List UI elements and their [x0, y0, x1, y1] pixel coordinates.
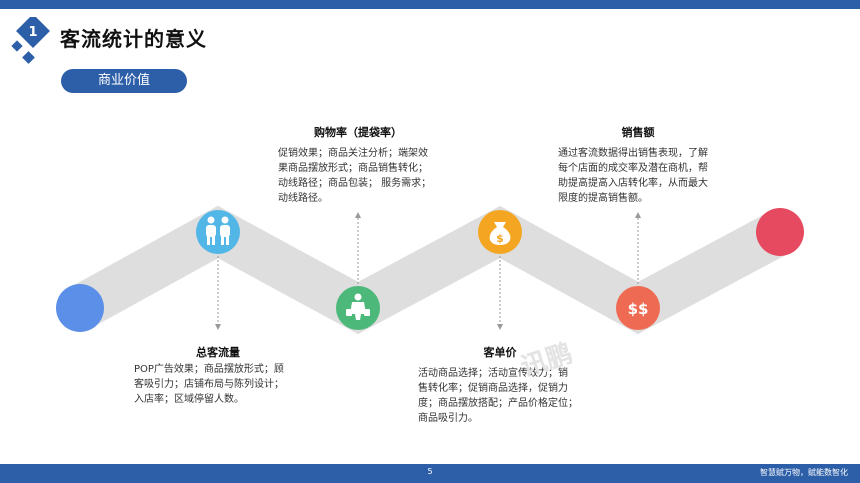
heading-unit-price: 客单价 — [483, 346, 517, 359]
heading-shopping-rate: 购物率（提袋率） — [314, 126, 402, 139]
bottom-bar — [0, 464, 860, 483]
node-sales — [616, 286, 660, 330]
page-title: 客流统计的意义 — [60, 27, 207, 51]
section-pill-label: 商业价值 — [61, 69, 187, 93]
desc-unit-price: 活动商品选择；活动宣传效力；销 售转化率；促销商品选择，促销力 度；商品摆放搭配… — [418, 368, 578, 424]
slide-number-logo: 1 — [11, 17, 50, 64]
slide-number: 1 — [28, 25, 37, 40]
heading-total-traffic: 总客流量 — [196, 346, 240, 359]
money-symbol: $ — [496, 232, 504, 245]
money-bag-icon: $ — [489, 222, 511, 245]
page-number: 5 — [427, 467, 433, 476]
heading-sales: 销售额 — [621, 126, 655, 139]
desc-shopping-rate: 促销效果；商品关注分析；端架效 果商品摆放形式；商品销售转化； 动线路径；商品包… — [278, 148, 432, 204]
node-people — [196, 210, 240, 254]
people-icon — [206, 216, 230, 245]
shopper-icon — [346, 293, 370, 320]
dollar-icon: $$ — [628, 300, 649, 318]
desc-total-traffic: POP广告效果；商品摆放形式；顾 客吸引力；店铺布局与陈列设计； 入店率；区域停… — [134, 364, 284, 405]
zigzag-band — [68, 205, 791, 335]
top-accent-bar — [0, 0, 860, 9]
node-end — [756, 208, 804, 256]
node-total-traffic — [56, 284, 104, 332]
footer-slogan: 智慧赋万物，赋能数智化 — [760, 468, 848, 477]
desc-sales: 通过客流数据得出销售表现，了解 每个店面的成交率及潜在商机，帮 助提高提高入店转… — [558, 148, 708, 204]
